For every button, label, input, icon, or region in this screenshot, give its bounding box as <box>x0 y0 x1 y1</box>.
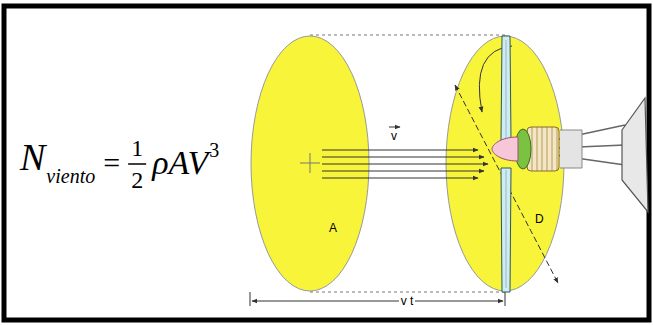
center-mark <box>310 153 311 173</box>
blade <box>501 36 511 140</box>
area-label: D <box>535 213 544 225</box>
dimension-tick <box>505 292 506 306</box>
tail-vane <box>622 98 648 212</box>
guide-line <box>310 35 505 36</box>
dimension-line <box>252 301 503 302</box>
swept-area-ellipse: D <box>445 35 565 292</box>
blade <box>501 168 511 292</box>
formula-subscript: viento <box>46 166 95 186</box>
dimension-tick <box>250 292 251 306</box>
area-label: A <box>329 222 337 234</box>
velocity-label: v <box>391 130 397 142</box>
formula-symbol: N <box>20 138 45 176</box>
ellipse-outline <box>445 35 565 292</box>
mount <box>560 130 582 168</box>
vector-arrow <box>389 127 400 128</box>
formula-exponent: 3 <box>209 140 219 160</box>
frame <box>4 6 649 320</box>
fraction-denominator: 2 <box>131 168 143 192</box>
swept-area-ellipse: A <box>250 35 370 292</box>
guide-line <box>310 292 505 293</box>
nacelle <box>527 127 559 171</box>
ellipse-outline <box>250 35 370 292</box>
fraction-numerator: 1 <box>131 136 143 160</box>
fraction-bar <box>128 163 146 165</box>
dimension-label: v t <box>399 295 416 307</box>
formula-symbol: = <box>103 148 120 178</box>
formula-symbol: ρAV <box>152 146 208 180</box>
